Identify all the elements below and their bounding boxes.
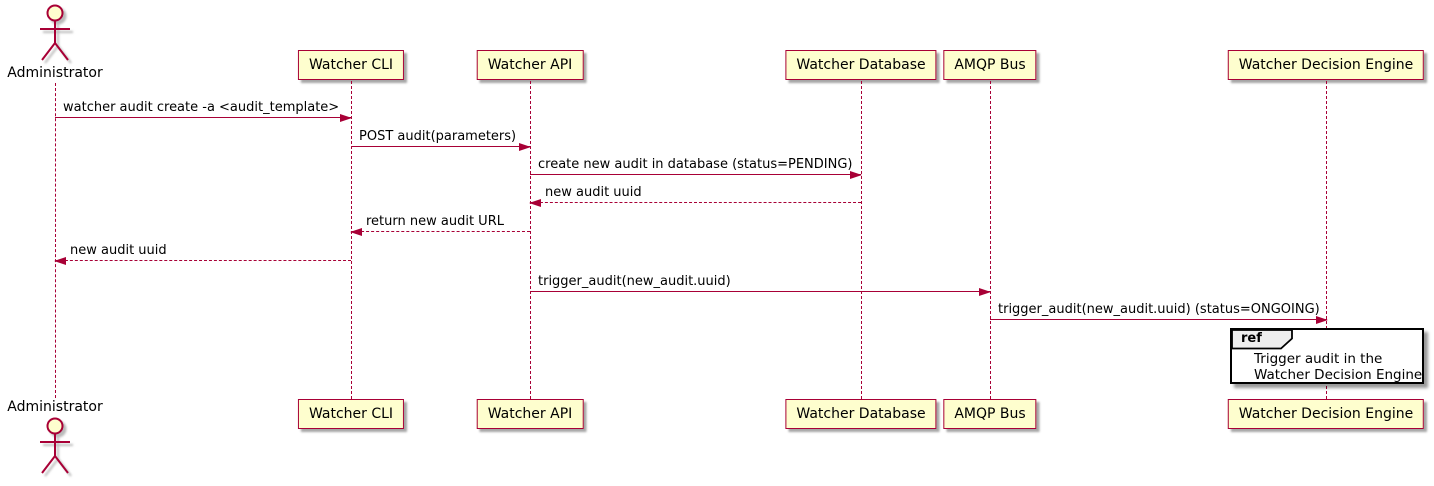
participant-top-watcher-cli: Watcher CLI [297, 50, 405, 80]
lifeline-watcher-decision-engine [1326, 81, 1327, 399]
participant-top-watcher-api: Watcher API [476, 50, 584, 80]
message-7: trigger_audit(new_audit.uuid) [530, 272, 991, 296]
participant-top-watcher-decision-engine: Watcher Decision Engine [1227, 50, 1425, 80]
ref-line-1: Trigger audit in the [1254, 351, 1383, 367]
lifeline-watcher-cli [351, 81, 352, 399]
message-4: new audit uuid [529, 183, 861, 207]
message-2: POST audit(parameters) [351, 127, 531, 151]
ref-fragment: ref Trigger audit in the Watcher Decisio… [1230, 328, 1424, 384]
message-6: new audit uuid [54, 241, 351, 265]
arrowhead-icon [519, 143, 531, 151]
lifeline-administrator [55, 83, 56, 398]
message-7-label: trigger_audit(new_audit.uuid) [538, 274, 731, 289]
actor-label-bottom: Administrator [7, 399, 103, 415]
message-6-label: new audit uuid [70, 243, 167, 258]
participant-top-amqp-bus: AMQP Bus [943, 50, 1037, 80]
message-8-label: trigger_audit(new_audit.uuid) (status=ON… [998, 302, 1320, 317]
message-6-line [55, 260, 351, 261]
arrowhead-icon [529, 199, 541, 207]
participant-bottom-watcher-decision-engine: Watcher Decision Engine [1227, 399, 1425, 429]
arrowhead-icon [340, 114, 352, 122]
ref-body: Trigger audit in the Watcher Decision En… [1254, 351, 1422, 383]
arrowhead-icon [979, 288, 991, 296]
message-1-line [55, 117, 351, 118]
participant-top-watcher-database: Watcher Database [785, 50, 937, 80]
participant-bottom-amqp-bus: AMQP Bus [943, 399, 1037, 429]
message-4-line [530, 202, 861, 203]
message-2-line [351, 146, 530, 147]
ref-line-2: Watcher Decision Engine [1254, 367, 1423, 383]
actor-label-top: Administrator [7, 65, 103, 81]
message-2-label: POST audit(parameters) [359, 129, 517, 144]
message-3-label: create new audit in database (status=PEN… [538, 157, 853, 172]
lifeline-amqp-bus [990, 81, 991, 399]
arrowhead-icon [1316, 316, 1328, 324]
actor-icon [40, 4, 70, 61]
lifeline-watcher-database [861, 81, 862, 399]
message-7-line [530, 291, 990, 292]
message-1: watcher audit create -a <audit_template> [55, 98, 352, 122]
arrowhead-icon [54, 257, 66, 265]
lifeline-watcher-api [530, 81, 531, 399]
message-3: create new audit in database (status=PEN… [530, 155, 862, 179]
ref-keyword: ref [1241, 331, 1262, 346]
message-8: trigger_audit(new_audit.uuid) (status=ON… [990, 300, 1328, 324]
arrowhead-icon [350, 228, 362, 236]
arrowhead-icon [850, 171, 862, 179]
participant-bottom-watcher-api: Watcher API [476, 399, 584, 429]
participant-bottom-watcher-database: Watcher Database [785, 399, 937, 429]
actor-icon [40, 417, 70, 474]
ref-tab-icon [1231, 329, 1293, 350]
message-3-line [530, 174, 861, 175]
participant-bottom-watcher-cli: Watcher CLI [297, 399, 405, 429]
message-5-line [351, 231, 530, 232]
message-8-line [990, 319, 1327, 320]
message-5-label: return new audit URL [366, 214, 504, 229]
message-5: return new audit URL [350, 212, 530, 236]
message-1-label: watcher audit create -a <audit_template> [63, 100, 340, 115]
message-4-label: new audit uuid [545, 185, 642, 200]
